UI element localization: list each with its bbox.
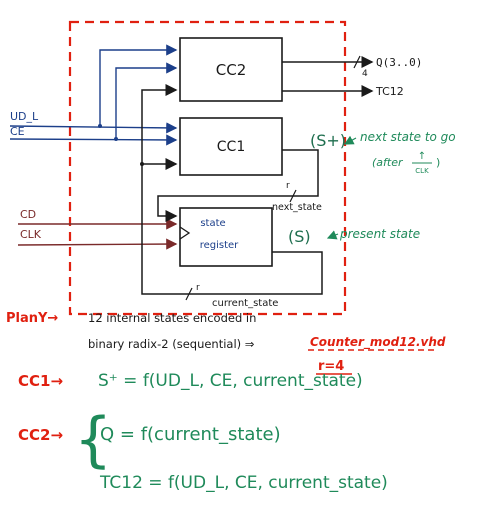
next-state-bus [157, 149, 319, 222]
cc1-block [179, 117, 283, 176]
cd-input-label: CD [20, 208, 36, 221]
cc2-equation-1: Q = f(current_state) [100, 424, 281, 445]
next-state-note-2-pre: (after [372, 156, 404, 169]
cc2-equation-label: CC2→ [18, 426, 63, 444]
next-state-note-2-post: ) [436, 156, 440, 169]
plan-line-2: binary radix-2 (sequential) ⇒ [88, 337, 255, 351]
next-state-width: r [286, 181, 290, 191]
cc1-equation-label: CC1→ [18, 372, 63, 390]
clk-input-label: CLK [20, 228, 42, 241]
cc2-block [179, 37, 283, 102]
cc2-label: CC2 [216, 61, 247, 79]
clk-wire [17, 238, 178, 250]
file-name: Counter_mod12.vhd [310, 335, 446, 350]
ce-wire [9, 134, 178, 146]
q-output-label: Q(3..0) [376, 56, 422, 69]
state-register-label-2: register [200, 240, 239, 251]
s-plus-annotation: (S+) [310, 131, 346, 150]
present-state-note: present state [339, 227, 420, 241]
ud-l-to-cc2-wire [99, 44, 178, 126]
s-present-arrow [326, 230, 339, 240]
cc1-equation: S⁺ = f(UD_L, CE, current_state) [98, 371, 363, 391]
current-state-junction [140, 162, 144, 166]
ce-input-label: CE [10, 125, 25, 138]
state-register-block [179, 207, 273, 267]
ud-l-wire [9, 122, 178, 134]
ce-junction [114, 137, 118, 141]
current-state-bus [141, 84, 323, 295]
plan-label: PlanY→ [6, 311, 58, 326]
ce-to-cc2-wire [115, 62, 178, 139]
clock-triangle [179, 226, 191, 240]
cc1-label: CC1 [217, 139, 245, 155]
cc2-brace: { [74, 405, 112, 475]
ud-l-junction [98, 124, 102, 128]
s-plus-arrow [343, 135, 357, 145]
component-boundary [68, 20, 347, 316]
tc12-output-label: TC12 [375, 85, 404, 98]
next-state-bus-slash [289, 189, 297, 203]
current-state-label: current_state [212, 298, 278, 309]
q-bus-width: 4 [362, 69, 368, 79]
current-state-width: r [196, 283, 200, 293]
current-state-bus-slash [185, 287, 193, 301]
plan-r-result: r=4 [318, 359, 344, 374]
next-state-label: next_state [272, 202, 322, 213]
q-bus-slash [353, 55, 361, 69]
s-present-annotation: (S) [288, 227, 311, 246]
state-register-label-1: state [200, 218, 225, 229]
cc2-equation-2: TC12 = f(UD_L, CE, current_state) [99, 473, 388, 493]
ud-l-input-label: UD_L [10, 110, 39, 123]
next-state-note-fraction-top: ↑ [418, 151, 426, 162]
plan-line-1: 12 internal states encoded in [88, 311, 256, 325]
next-state-note-1: next state to go [360, 130, 456, 144]
next-state-note-fraction-bottom: CLK [415, 167, 429, 175]
